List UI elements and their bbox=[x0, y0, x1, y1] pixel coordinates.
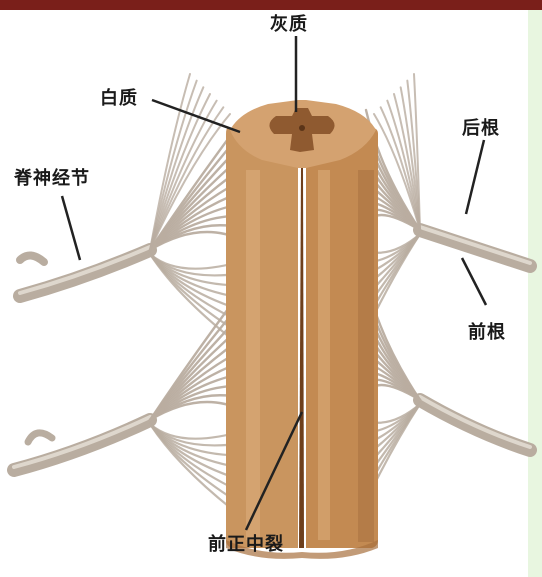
leader-dorsal-root bbox=[466, 140, 484, 214]
top-band bbox=[0, 0, 542, 10]
anterior-fissure bbox=[299, 168, 304, 548]
label-white-matter: 白质 bbox=[100, 84, 138, 110]
right-edge-band bbox=[528, 10, 542, 577]
label-spinal-ganglion: 脊神经节 bbox=[14, 164, 90, 190]
nerve-trunk-highlight bbox=[420, 227, 530, 263]
nerve-stub bbox=[28, 433, 52, 442]
label-dorsal-root: 后根 bbox=[462, 114, 500, 140]
leader-ventral-root bbox=[462, 258, 486, 305]
label-gray-matter: 灰质 bbox=[270, 10, 308, 36]
label-ventral-root: 前根 bbox=[468, 318, 506, 344]
spinal-cord bbox=[226, 100, 378, 559]
nerve-trunk bbox=[420, 230, 530, 266]
central-canal bbox=[299, 125, 305, 131]
cord-left-half bbox=[226, 128, 298, 548]
leader-spinal-ganglion bbox=[62, 196, 80, 260]
cord-shadow-right bbox=[358, 170, 374, 542]
cord-highlight-right bbox=[318, 170, 330, 540]
nerve-stub bbox=[20, 255, 44, 262]
label-anterior-median-fissure: 前正中裂 bbox=[208, 530, 284, 556]
cord-highlight-left bbox=[246, 170, 260, 540]
